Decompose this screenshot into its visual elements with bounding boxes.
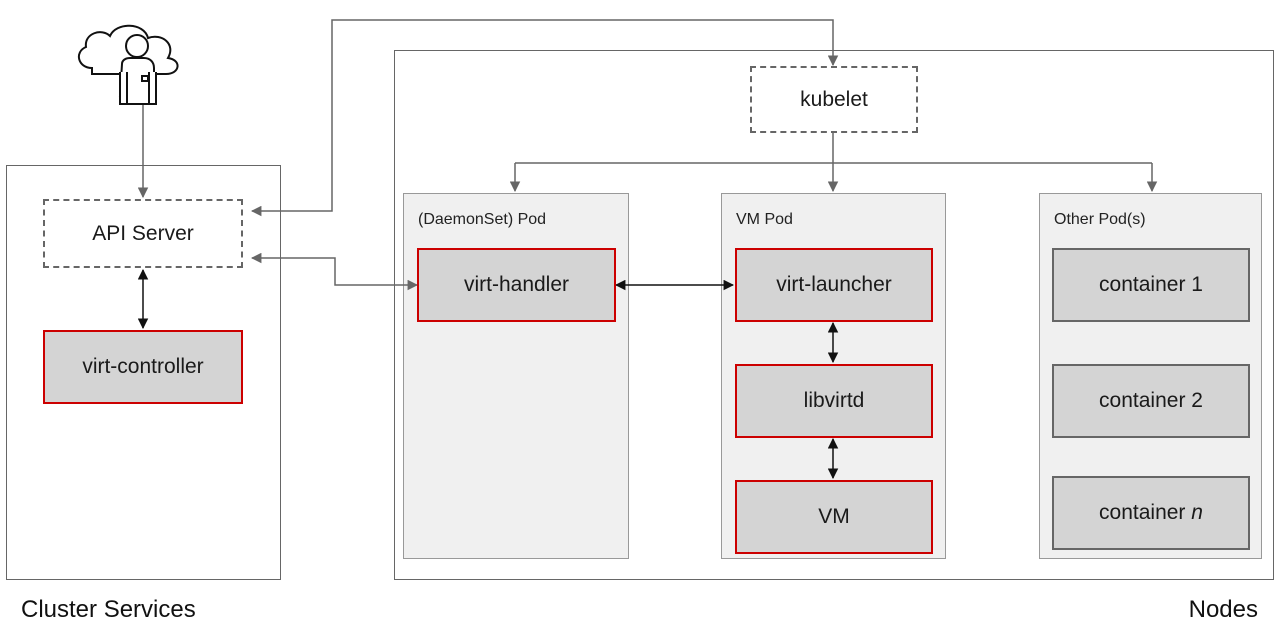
cluster-services-caption: Cluster Services [21, 596, 196, 623]
container-n-variable: n [1191, 501, 1203, 524]
virt-controller-label: virt-controller [82, 355, 204, 378]
kubelet: kubelet [750, 66, 918, 133]
virt-launcher-label: virt-launcher [776, 273, 892, 296]
virt-handler: virt-handler [417, 248, 616, 322]
vm-label: VM [818, 505, 850, 528]
container-n-prefix: container [1099, 501, 1192, 524]
other-pods-label: Other Pod(s) [1054, 211, 1146, 228]
kubelet-api-arrow [250, 19, 839, 217]
api-virt-handler-arrow [250, 252, 419, 291]
container-n: container n [1052, 476, 1250, 550]
libvirtd: libvirtd [735, 364, 933, 438]
api-server: API Server [43, 199, 243, 268]
virt-launcher: virt-launcher [735, 248, 933, 322]
kubelet-label: kubelet [800, 87, 868, 111]
nodes-caption: Nodes [1188, 596, 1258, 623]
libvirtd-label: libvirtd [803, 389, 865, 412]
container-1: container 1 [1052, 248, 1250, 322]
vm: VM [735, 480, 933, 554]
api-server-label: API Server [92, 221, 194, 245]
container-2: container 2 [1052, 364, 1250, 438]
virt-controller: virt-controller [43, 330, 243, 404]
virt-handler-label: virt-handler [463, 273, 570, 296]
kubelet-fanout-line [515, 133, 1152, 164]
container-1-label: container 1 [1099, 273, 1203, 296]
container-n-label: container n [1099, 501, 1203, 525]
cloud-user-icon [70, 16, 190, 106]
container-2-label: container 2 [1099, 389, 1203, 412]
